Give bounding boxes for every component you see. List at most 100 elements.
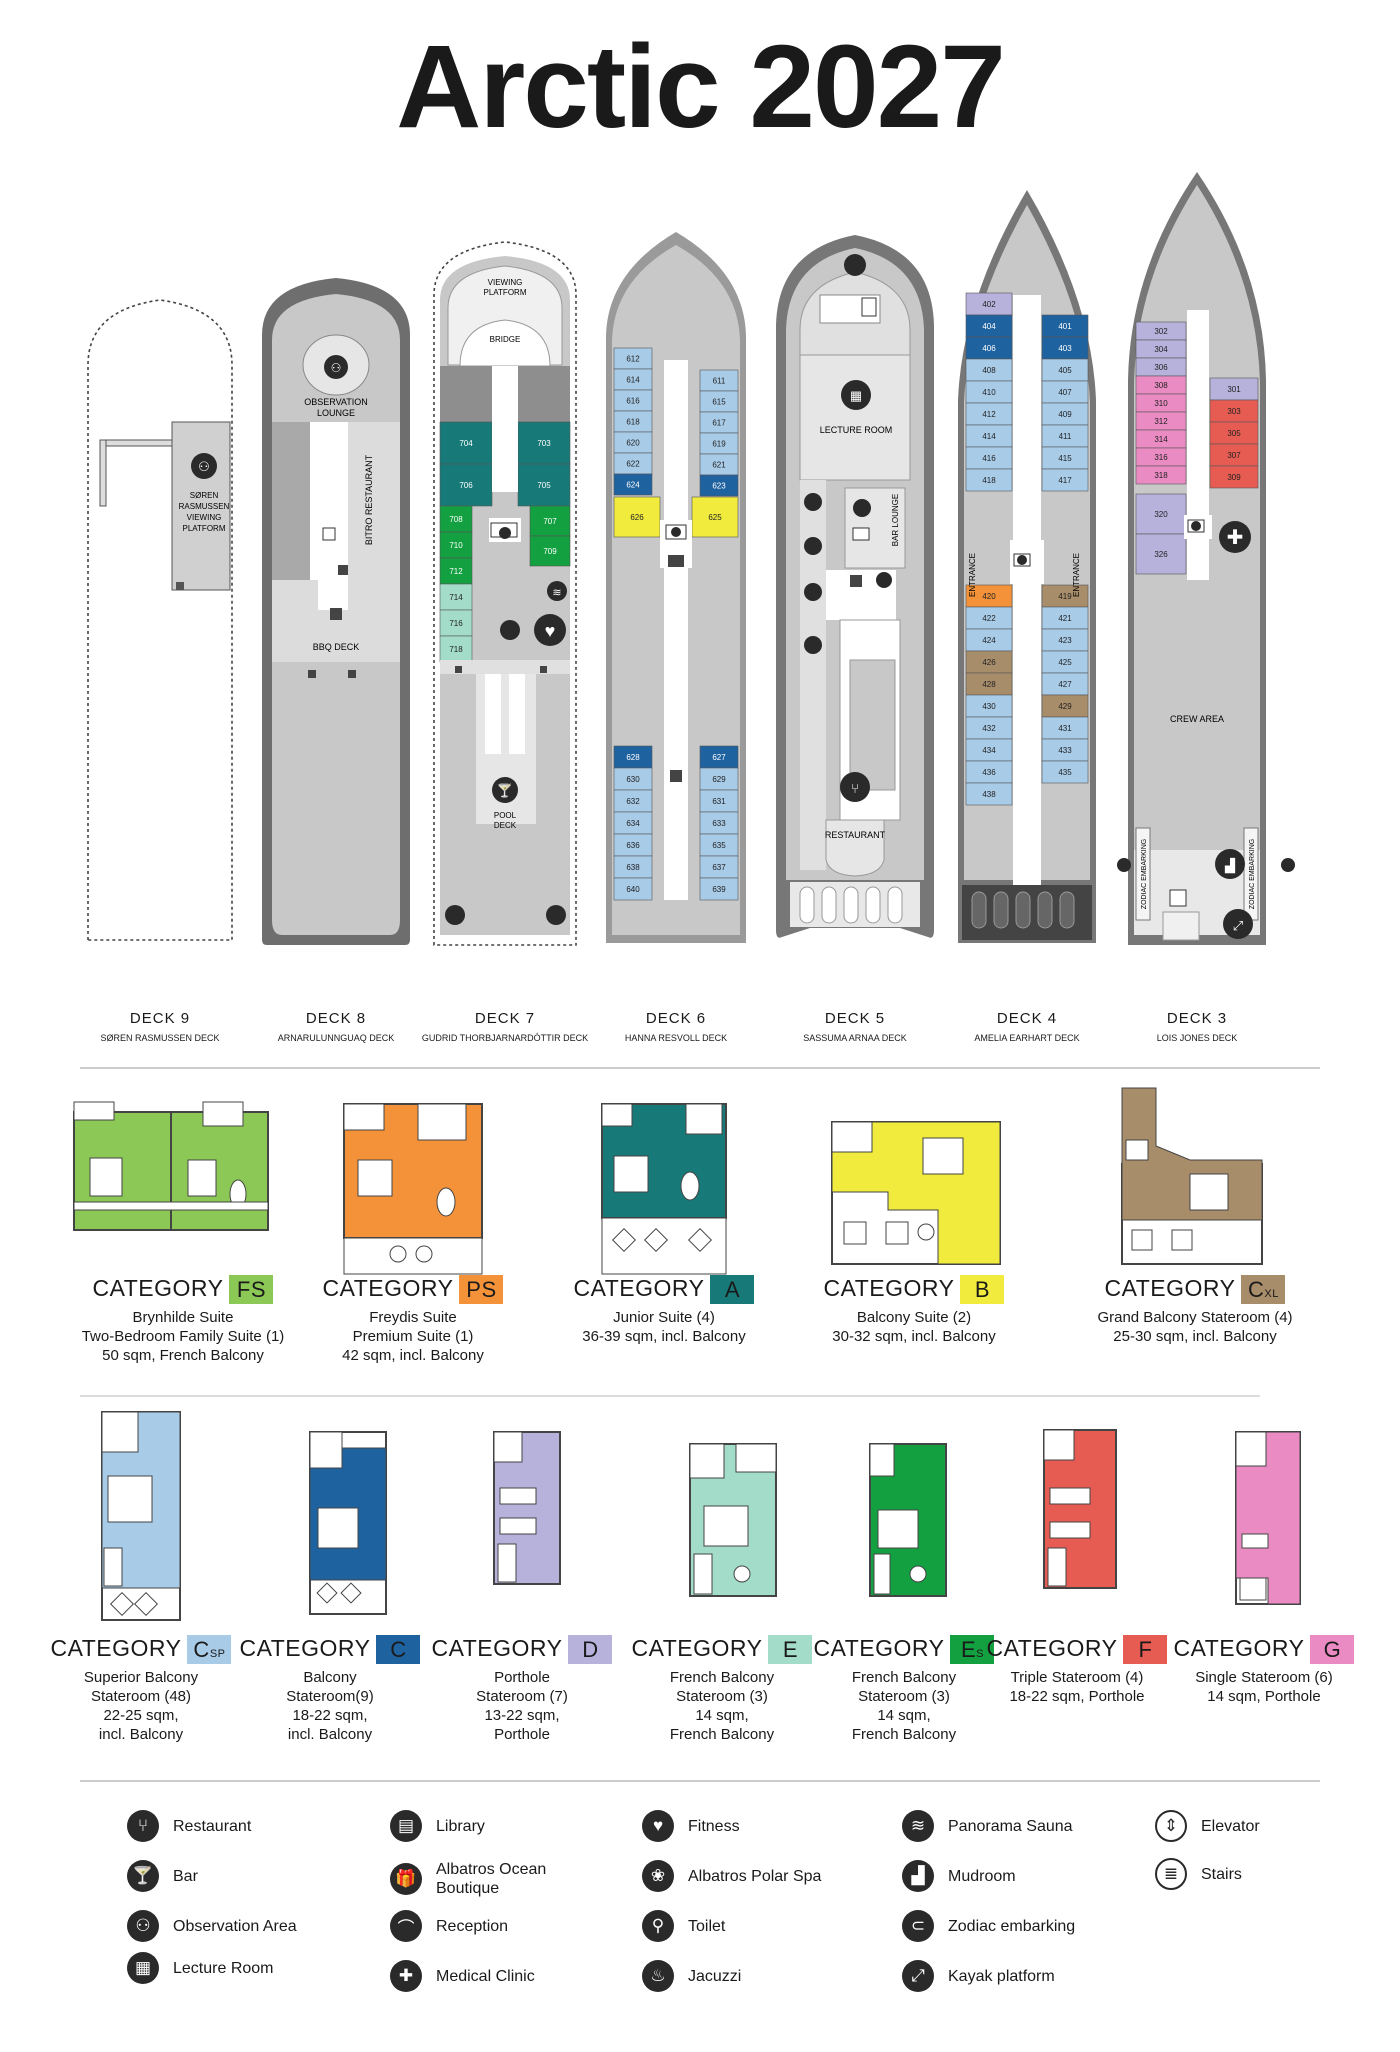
cabin-710 <box>439 531 473 559</box>
cabin-number: 431 <box>1058 724 1072 733</box>
cabin-plan-e <box>686 1440 780 1604</box>
category-badge: D <box>568 1635 613 1665</box>
medical-cross-icon: ✚ <box>390 1960 422 1992</box>
deck-8-plan: ⚇ OBSERVATION LOUNGE BITRO RESTAURANT BB… <box>262 278 410 945</box>
cabin-number: 326 <box>1154 550 1168 559</box>
cabin-number: 403 <box>1058 344 1072 353</box>
legend-label: Observation Area <box>173 1917 297 1935</box>
cabin-326 <box>1135 533 1187 575</box>
cabin-438 <box>965 782 1013 806</box>
category-word: CATEGORY <box>92 1275 224 1301</box>
cabin-705 <box>517 463 571 507</box>
jacuzzi-icon: ♨ <box>642 1960 674 1992</box>
legend-item-restaurant: ⑂Restaurant <box>127 1810 251 1842</box>
deck-8-subtitle: ARNARULUNNGUAQ DECK <box>277 1033 395 1043</box>
cabin-435 <box>1041 760 1089 784</box>
cabin-number: 316 <box>1154 453 1168 462</box>
cabin-plan-fs <box>68 1098 278 1242</box>
cabin-number: 627 <box>712 753 726 762</box>
legend-label: Elevator <box>1201 1817 1260 1835</box>
cabin-number: 402 <box>982 300 996 309</box>
legend-item-stairs: ≣Stairs <box>1155 1858 1242 1890</box>
zodiac-boat <box>843 886 859 924</box>
cabin-number: 410 <box>982 388 996 397</box>
cabin-number: 405 <box>1058 366 1072 375</box>
cabin-plan-f <box>1040 1426 1120 1596</box>
category-description: Junior Suite (4)36-39 sqm, incl. Balcony <box>582 1309 746 1346</box>
category-word: CATEGORY <box>322 1275 454 1301</box>
cabin-number: 409 <box>1058 410 1072 419</box>
cabin-number: 618 <box>626 418 640 427</box>
legend-item-binoculars: ⚇ Observation Area <box>127 1910 297 1942</box>
deck-4-subtitle: AMELIA EARHART DECK <box>974 1033 1080 1043</box>
cabin-number: 622 <box>626 460 640 469</box>
cabin-708 <box>439 505 473 533</box>
deck-6-subtitle: HANNA RESVOLL DECK <box>624 1033 728 1043</box>
svg-text:BITRO RESTAURANT: BITRO RESTAURANT <box>364 454 374 545</box>
cabin-number: 420 <box>982 592 996 601</box>
cabin-624 <box>613 473 653 496</box>
legend-label: Albatros Ocean Boutique <box>436 1861 547 1897</box>
cabin-640 <box>613 877 653 901</box>
legend-item-zodiac: ⊂Zodiac embarking <box>902 1910 1075 1942</box>
cabin-number: 407 <box>1058 388 1072 397</box>
cabin-number: 307 <box>1227 451 1241 460</box>
category-description: Balcony Suite (2)30-32 sqm, incl. Balcon… <box>832 1309 996 1346</box>
cabin-number: 318 <box>1154 471 1168 480</box>
svg-text:ZODIAC EMBARKING: ZODIAC EMBARKING <box>1141 839 1148 909</box>
category-description: Grand Balcony Stateroom (4)25-30 sqm, in… <box>1097 1309 1293 1346</box>
legend-label: Restaurant <box>173 1817 252 1835</box>
legend-item-library: ▤Library <box>390 1810 485 1842</box>
cabin-number: 716 <box>449 619 463 628</box>
svg-text:OBSERVATION: OBSERVATION <box>304 397 368 407</box>
cabin-number: 428 <box>982 680 996 689</box>
cabin-number: 414 <box>982 432 996 441</box>
deck-9-platform-label: SØREN <box>190 491 219 500</box>
deck-9-subtitle: SØREN RASMUSSEN DECK <box>100 1033 220 1043</box>
spa-icon: ❀ <box>642 1860 674 1892</box>
category-description: Single Stateroom (6)14 sqm, Porthole <box>1195 1669 1333 1706</box>
svg-text:PLATFORM: PLATFORM <box>183 524 226 533</box>
deck-3-subtitle: LOIS JONES DECK <box>1156 1033 1238 1043</box>
toilet-icon: ⚲ <box>642 1910 674 1942</box>
category-badge: E <box>768 1635 813 1665</box>
cabin-709 <box>529 535 571 567</box>
svg-text:LECTURE ROOM: LECTURE ROOM <box>820 425 893 435</box>
deck-6-plan: 6126146166186206226246266116156176196216… <box>606 232 746 943</box>
cabin-number: 611 <box>713 377 726 386</box>
cabin-number: 314 <box>1154 435 1168 444</box>
cabin-number: 424 <box>982 636 996 645</box>
zodiac-boat <box>1059 891 1075 929</box>
cabin-number: 615 <box>712 398 726 407</box>
cabin-639 <box>699 877 739 901</box>
binoculars-icon: ⚇ <box>127 1910 159 1942</box>
category-badge: B <box>960 1275 1005 1305</box>
cabin-plan-cxl <box>1118 1084 1268 1273</box>
category-badge: FS <box>229 1275 274 1305</box>
deck-9-name: DECK 9 <box>129 1010 191 1027</box>
svg-text:≋: ≋ <box>552 587 561 599</box>
category-description: Triple Stateroom (4)18-22 sqm, Porthole <box>1009 1669 1145 1706</box>
legend-label: Stairs <box>1201 1865 1242 1883</box>
cabin-318 <box>1135 465 1187 485</box>
category-badge: PS <box>459 1275 504 1305</box>
cabin-plan-ps <box>338 1098 488 1282</box>
svg-text:⑂: ⑂ <box>851 781 859 796</box>
svg-text:⚇: ⚇ <box>331 361 342 375</box>
cabin-number: 614 <box>626 376 640 385</box>
cabin-number: 632 <box>626 797 640 806</box>
zodiac-boat <box>1015 891 1031 929</box>
zodiac-boat <box>799 886 815 924</box>
cabin-number: 436 <box>982 768 996 777</box>
cabin-number: 708 <box>449 515 463 524</box>
deck-plans: ⚇ SØREN RASMUSSEN VIEWING PLATFORM ⚇ OBS… <box>87 172 1295 946</box>
